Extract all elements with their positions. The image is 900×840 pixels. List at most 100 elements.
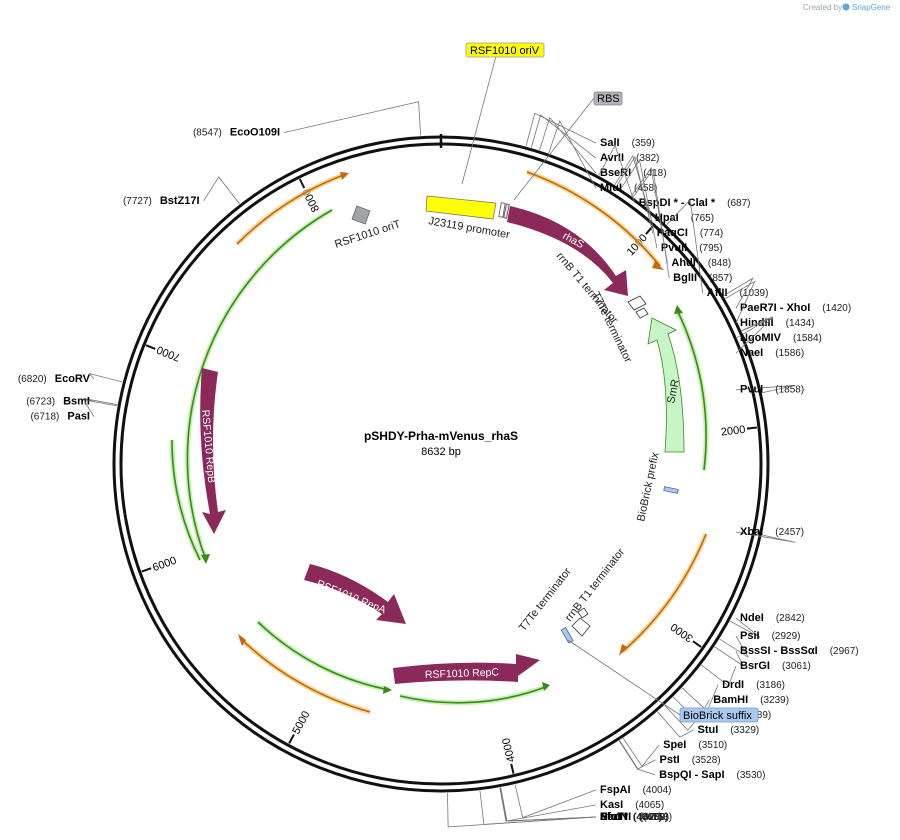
site-position: (2457) <box>775 527 804 538</box>
site-name: BglII <box>673 272 697 284</box>
site-position: (1420) <box>822 303 851 314</box>
site-name: PluTI <box>600 811 627 823</box>
site-position: (795) <box>699 243 722 254</box>
orf-arc-bottom-left-head <box>238 634 246 646</box>
site-position: (848) <box>708 258 731 269</box>
callout-leader-rbs <box>513 97 595 201</box>
orf-green-left-big-line <box>186 209 333 561</box>
site-position: (1584) <box>793 333 822 344</box>
orf-arc-bottom-left-line <box>239 637 371 713</box>
site-leader <box>525 112 597 147</box>
site-leader <box>735 531 796 543</box>
site-name: EcoO109I <box>230 127 280 139</box>
feature-biobrick-suffix-mark <box>560 627 574 644</box>
site-position: (359) <box>632 138 655 149</box>
feature-rbs-mark <box>503 203 510 219</box>
site-position: (6820) <box>18 374 47 385</box>
site-leader <box>714 646 744 667</box>
orf-green-bottom-1-line <box>257 621 391 691</box>
feature-terminator-glyph-4 <box>577 607 589 619</box>
site-leader <box>598 144 636 204</box>
site-leader <box>614 154 652 219</box>
site-name: NgoMIV <box>740 332 782 344</box>
site-leader <box>632 168 670 279</box>
site-position: (4066) <box>633 812 662 823</box>
tick-mark-7000 <box>145 344 156 350</box>
site-leader <box>735 384 796 394</box>
feature-repa-arrow <box>304 564 406 624</box>
site-leader <box>616 156 654 234</box>
tick-mark-4000 <box>510 763 515 774</box>
site-name: EcoNI <box>600 811 631 823</box>
site-position: (4069) <box>639 812 668 823</box>
site-position: (1434) <box>786 318 815 329</box>
orf-arc-right-lower-line <box>621 533 707 653</box>
site-leader <box>723 277 754 309</box>
tick-label: 4000 <box>500 737 517 764</box>
feature-orit-block <box>351 205 371 225</box>
site-position: (458) <box>634 183 657 194</box>
site-position: (765) <box>691 213 714 224</box>
site-position: (382) <box>636 153 659 164</box>
orf-green-bottom-1 <box>256 620 391 693</box>
site-name: StuI <box>698 724 719 736</box>
orf-arc-upper-left-line <box>236 173 347 245</box>
feature-repc-label: RSF1010 RepC <box>425 666 500 681</box>
site-position: (4153) <box>643 812 672 823</box>
label-t7te-terminator-top: T7Te terminator <box>589 290 634 365</box>
orf-green-left-big-head <box>201 554 210 564</box>
site-leader <box>618 740 656 776</box>
callout-label-biobrick-suffix: BioBrick suffix <box>683 710 752 722</box>
orf-arc-upper-left-head <box>340 172 349 180</box>
label-biobrick-prefix: BioBrick prefix <box>635 451 661 523</box>
feature-terminator-glyph-2 <box>635 307 649 319</box>
site-leader <box>82 399 118 417</box>
tick-label: 6000 <box>151 555 178 575</box>
label-rrnb-t1-terminator-bottom: rrnB T1 terminator <box>563 546 627 624</box>
site-position: (1586) <box>775 348 804 359</box>
site-position: (2967) <box>830 646 859 657</box>
site-name: PfoI * <box>600 811 629 823</box>
site-leader <box>729 617 761 638</box>
site-name: DrdI <box>722 679 744 691</box>
site-leader <box>701 664 737 687</box>
site-leader <box>719 635 749 658</box>
orf-arc-bottom-left <box>238 636 371 715</box>
callout-leader-oriv <box>461 55 497 185</box>
callout-box-biobrick-suffix <box>679 707 759 723</box>
plasmid-name: pSHDY-Prha-mVenus_rhaS <box>364 429 518 443</box>
site-leader <box>548 119 597 189</box>
site-leader <box>203 176 240 205</box>
snapgene-logo-icon <box>842 3 850 11</box>
site-leader <box>514 784 597 819</box>
site-name: PaeR7I - XhoI <box>740 302 810 314</box>
site-leader <box>735 316 774 354</box>
site-name: AhdI <box>671 257 695 269</box>
site-position: (2929) <box>772 631 801 642</box>
orf-arc-top-head <box>652 261 664 270</box>
site-name: SpeI <box>663 739 686 751</box>
site-name: PvuII <box>661 242 687 254</box>
site-name: FspAI <box>600 784 631 796</box>
tick-label: 7000 <box>155 343 182 363</box>
feature-smr-label: SmR <box>665 378 682 404</box>
site-name: PvuI <box>740 384 763 396</box>
site-leader <box>447 792 597 828</box>
tick-label: 3000 <box>669 620 696 644</box>
orf-green-left-small-line <box>171 439 201 561</box>
site-leader <box>622 737 660 767</box>
site-name: XbaI <box>740 526 763 538</box>
callout-label-oriv: RSF1010 oriV <box>470 45 540 57</box>
orf-green-right-head <box>674 305 683 314</box>
site-name: PstI <box>660 754 680 766</box>
site-leader <box>88 372 123 383</box>
site-leader <box>657 711 694 738</box>
site-name: BsmI <box>63 396 90 408</box>
site-position: (6723) <box>26 397 55 408</box>
label-t7te-terminator-bottom: T7Te terminator <box>517 565 574 633</box>
feature-repb-arrow <box>200 368 226 534</box>
orf-arcs-green <box>169 207 709 706</box>
site-position: (3186) <box>756 680 785 691</box>
site-name: SalI <box>600 137 620 149</box>
site-name: NdeI <box>740 612 764 624</box>
